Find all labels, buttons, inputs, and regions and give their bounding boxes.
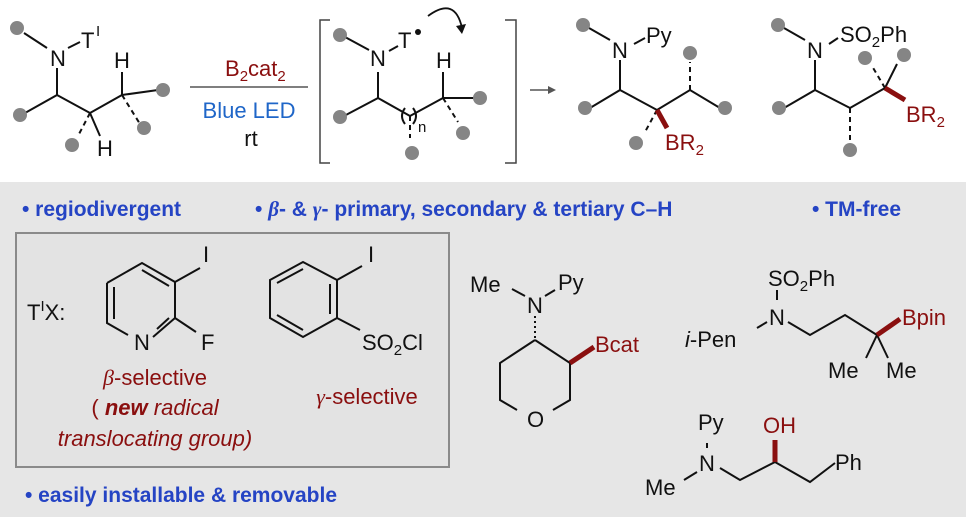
boron-label: BR2 [665,130,704,159]
atom-label: Py [558,270,584,295]
atom-label: N [527,293,543,318]
example-tetrahydropyran: Me N Py O Bcat [470,270,639,432]
atom-label: H [114,48,130,73]
light-label: Blue LED [203,98,296,123]
boron-label: BR2 [906,102,945,131]
highlight-installable: • easily installable & removable [25,484,337,507]
atom-label: Py [698,410,724,435]
highlight-ch-scope: • β- & γ- primary, secondary & tertiary … [255,197,672,221]
atom-label: I [96,23,100,40]
atom-label: SO2Ph [840,22,907,51]
gamma-product: N SO2Ph BR2 [771,18,945,157]
boron-label: Bcat [595,332,639,357]
atom-label: SO2Ph [768,266,835,295]
beta-selective-caption: β-selective [102,365,207,390]
atom-label: I [368,242,374,267]
atom-label: Me [470,272,501,297]
gamma-selective-caption: γ-selective [316,384,418,409]
atom-label: SO2Cl [362,330,423,359]
example-sulfonamide: SO2Ph N i-Pen Bpin Me Me [685,266,946,383]
boron-label: Bpin [902,305,946,330]
reagent-box: TIX: N I F I SO2Cl β-selective ( new rad… [15,232,450,468]
highlight-regiodivergent: • regiodivergent [22,198,181,221]
atom-label: H [97,136,113,161]
beta-caption-line2: ( new radical [91,395,219,420]
atom-label: N [699,451,715,476]
reagent-label: B2cat2 [225,56,286,85]
atom-label: N [769,305,785,330]
atom-label: T [398,28,411,53]
atom-label: N [50,46,66,71]
atom-label: N [612,38,628,63]
highlight-tm-free: • TM-free [812,198,901,221]
beta-product: N Py BR2 [576,18,732,159]
atom-label: i-Pen [685,327,736,352]
atom-label: I [203,242,209,267]
atom-label: Ph [835,450,862,475]
atom-label: F [201,330,214,355]
temperature-label: rt [244,126,257,151]
atom-label: H [436,48,452,73]
pyridine-structure: N I F [106,242,214,355]
example-amino-alcohol: Py N Me OH Ph [645,410,862,500]
starting-material: N T I H H [10,21,170,161]
atom-label: n [418,119,426,136]
atom-label: Me [828,358,859,383]
arrow-head [548,86,556,94]
txi-label: TIX: [27,298,65,325]
atom-label: T [81,28,94,53]
intermediate: N T H n [319,7,517,164]
reaction-conditions: B2cat2 Blue LED rt [190,56,308,151]
beta-caption-line3: translocating group) [58,426,252,451]
atom-label: Me [645,475,676,500]
hydroxyl-label: OH [763,413,796,438]
atom-label: N [134,330,150,355]
atom-label: N [370,46,386,71]
atom-label: N [807,38,823,63]
atom-label: Py [646,23,672,48]
benzenesulfonyl-structure: I SO2Cl [269,242,423,359]
atom-label: O [527,407,544,432]
atom-label: Me [886,358,917,383]
